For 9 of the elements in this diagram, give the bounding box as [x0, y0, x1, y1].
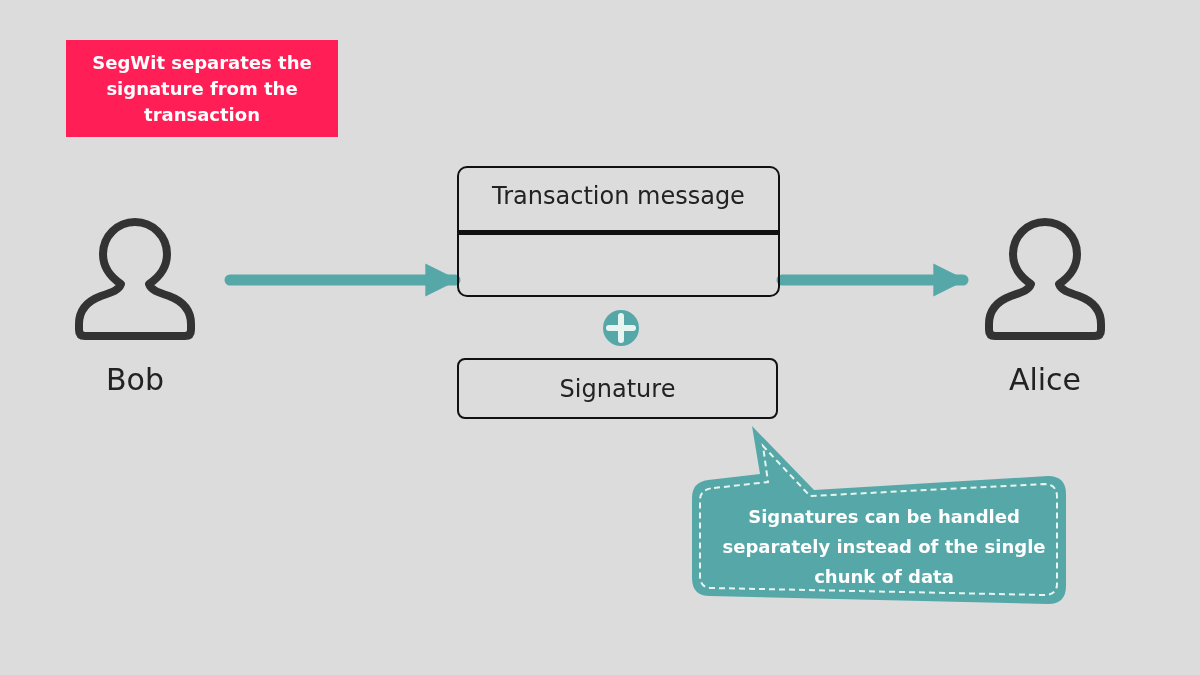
signature-box: Signature	[457, 358, 778, 419]
arrow	[224, 263, 461, 297]
message-box	[457, 166, 780, 297]
person-name: Alice	[1008, 362, 1082, 397]
arrow	[776, 263, 969, 297]
person-name: Bob	[106, 362, 164, 397]
note-box: SegWit separates the signature from the transaction	[66, 40, 338, 137]
message-title: Transaction message	[491, 182, 746, 210]
callout-text: Signatures can be handled separately instead of the single chunk of data	[721, 505, 1047, 589]
